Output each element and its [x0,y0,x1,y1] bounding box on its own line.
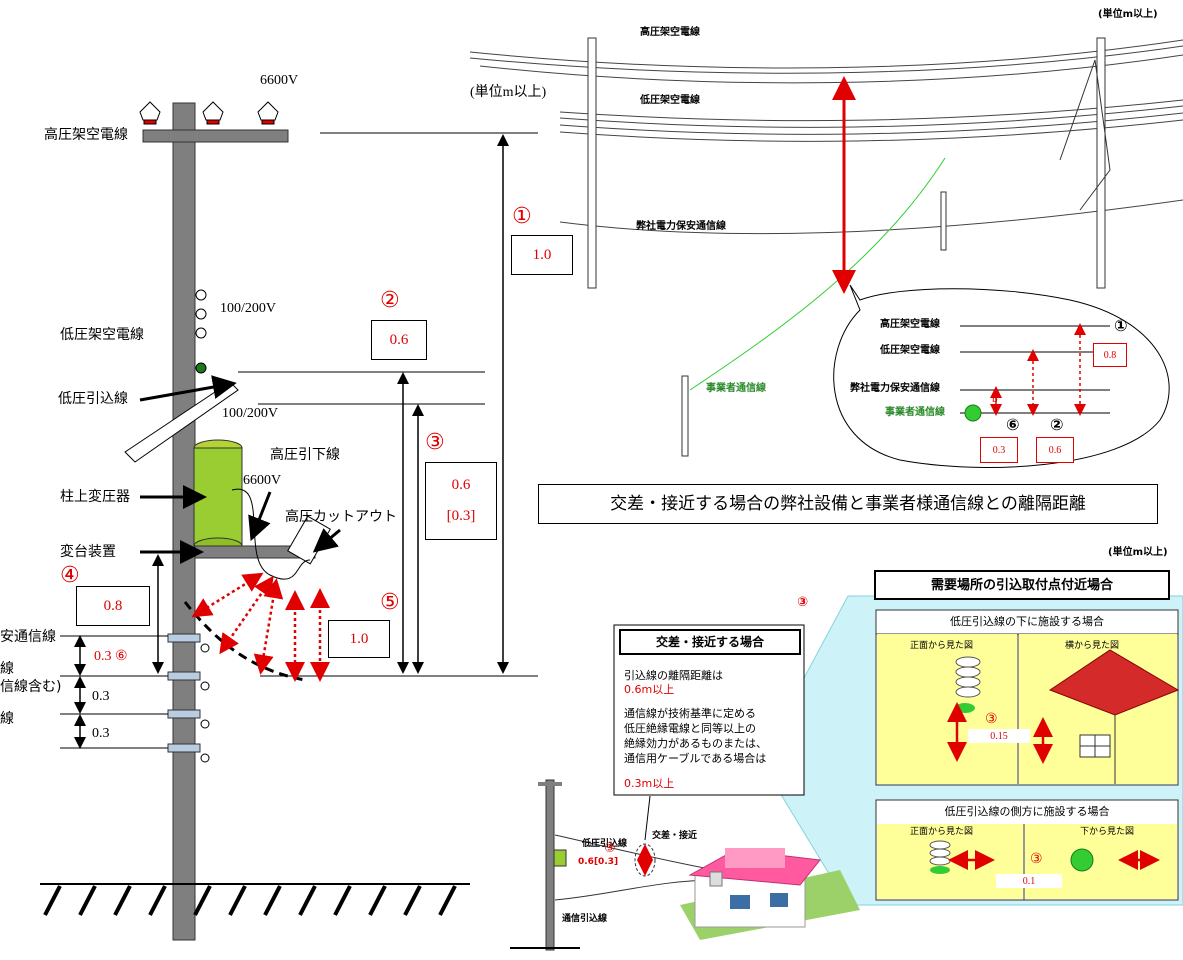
value-box-4: 0.8 [76,586,150,626]
insulator-icon [139,101,279,125]
callout-line-6: 通信用ケーブルである場合は [624,752,767,765]
demand-title: 需要場所の引込取付点付近場合 [874,570,1170,600]
bubble-value-06: 0.6 [1036,437,1074,463]
value-box-3: 0.6 [0.3] [425,462,497,540]
hv-wire-label: 高圧架空電線 [640,27,700,38]
hv-line-label: 高圧架空電線 [44,127,128,143]
transformer-label: 柱上変圧器 [60,489,130,505]
small-lv-drop-label: 低圧引込線 [582,839,628,849]
lv-insulator-icon [195,289,207,374]
bubble-lv-label: 低圧架空電線 [880,345,940,356]
below-marker-3: ③ [985,711,998,727]
small-pole [545,779,555,951]
value-3b: [0.3] [446,508,476,524]
lv-line-label: 低圧架空電線 [60,327,144,343]
house-icon [680,848,860,940]
value-6: 0.3 ⑥ [94,649,128,664]
cutout-label: 高圧カットアウト [285,509,397,525]
bubble-marker-1: ① [1114,316,1128,335]
callout-line-3: 通信線が技術基準に定める [624,707,756,720]
comm-drop-label: 通信引込線 [562,914,608,924]
hv-down-label: 高圧引下線 [270,447,340,463]
side-marker-3: ③ [1030,851,1043,867]
bubble-value-03: 0.3 [980,437,1018,463]
front-view-label-2: 正面から見た図 [910,827,974,837]
side-title: 低圧引込線の側方に施設する場合 [944,805,1110,818]
pole-c [940,191,947,251]
transformer-icon [193,447,243,547]
voltage-100-200-b: 100/200V [222,406,278,421]
front-view-label: 正面から見た図 [910,641,974,651]
bubble-marker-6: ⑥ [1006,415,1020,434]
marker-5: ⑤ [380,590,400,615]
pole-a [587,37,597,289]
value-box-2: 0.6 [371,320,427,360]
dist-2: 0.3 [92,726,110,741]
figure-caption: 交差・接近する場合の弊社設備と事業者様通信線との離隔距離 [538,484,1158,524]
comm-line-label: 安通信線 [0,629,56,645]
carrier-wire-label: 事業者通信線 [706,383,766,394]
drop-bracket [124,381,239,463]
cross-label: 交差・接近 [652,831,698,841]
callout-line-7: 0.3m以上 [624,777,675,790]
callout-line-4: 低圧絶縁電線と同等以上の [624,722,756,735]
marker-4: ④ [60,563,80,588]
unit-label-bottom: (単位m以上) [1108,547,1168,558]
comm-wire-label: 弊社電力保安通信線 [636,221,726,232]
bubble-hv-label: 高圧架空電線 [880,319,940,330]
unit-label-top: (単位m以上) [1098,9,1158,20]
value-box-5: 1.0 [328,620,390,658]
line-label-cut-2: 線 [0,711,14,727]
bubble-b: b [992,395,998,405]
left-pole-group [40,101,538,941]
lv-wire-label: 低圧架空電線 [640,95,700,106]
callout-line-5: 絶縁効力があるものまたは、 [624,737,767,750]
callout-line-2: 0.6m以上 [624,683,675,696]
pole-d [681,375,689,457]
voltage-6600-top: 6600V [260,73,299,88]
below-title: 低圧引込線の下に施設する場合 [950,615,1104,628]
crossarm [142,129,289,143]
bubble-comm-label: 弊社電力保安通信線 [850,383,940,394]
dist-1: 0.3 [92,689,110,704]
side-view-label: 横から見た図 [1065,641,1120,651]
bubble-marker-2: ② [1050,415,1064,434]
bubble-value-08: 0.8 [1093,343,1127,367]
bottom-marker-3: ③ [797,595,809,610]
marker-1: ① [512,204,532,229]
value-box-1: 1.0 [511,235,573,275]
small-value: 0.6[0.3] [578,857,619,867]
bubble-carrier-label: 事業者通信線 [885,407,945,418]
underside-view-label: 下から見た図 [1080,827,1135,837]
bottom-scene-group [510,595,1183,951]
marker-2: ② [380,288,400,313]
side-value: 0.1 [996,874,1062,888]
value-3a: 0.6 [451,477,471,493]
line-label-cut: 線 [0,661,14,677]
below-value: 0.15 [968,729,1030,743]
stand-label: 変台装置 [60,544,116,560]
callout-title: 交差・接近する場合 [655,635,764,649]
utility-pole [172,102,196,941]
voltage-6600-b: 6600V [243,473,282,488]
lv-drop-label: 低圧引込線 [58,391,128,407]
marker-3: ③ [425,430,445,455]
pole-b [1096,37,1106,289]
unit-label-left: (単位m以上) [470,85,547,100]
callout-line-1: 引込線の離隔距離は [624,669,723,682]
small-marker-3: ③ [604,841,616,856]
overhead-lines-group [469,37,1183,468]
incl-label-cut: 信線含む) [0,679,62,695]
voltage-100-200-a: 100/200V [220,301,276,316]
